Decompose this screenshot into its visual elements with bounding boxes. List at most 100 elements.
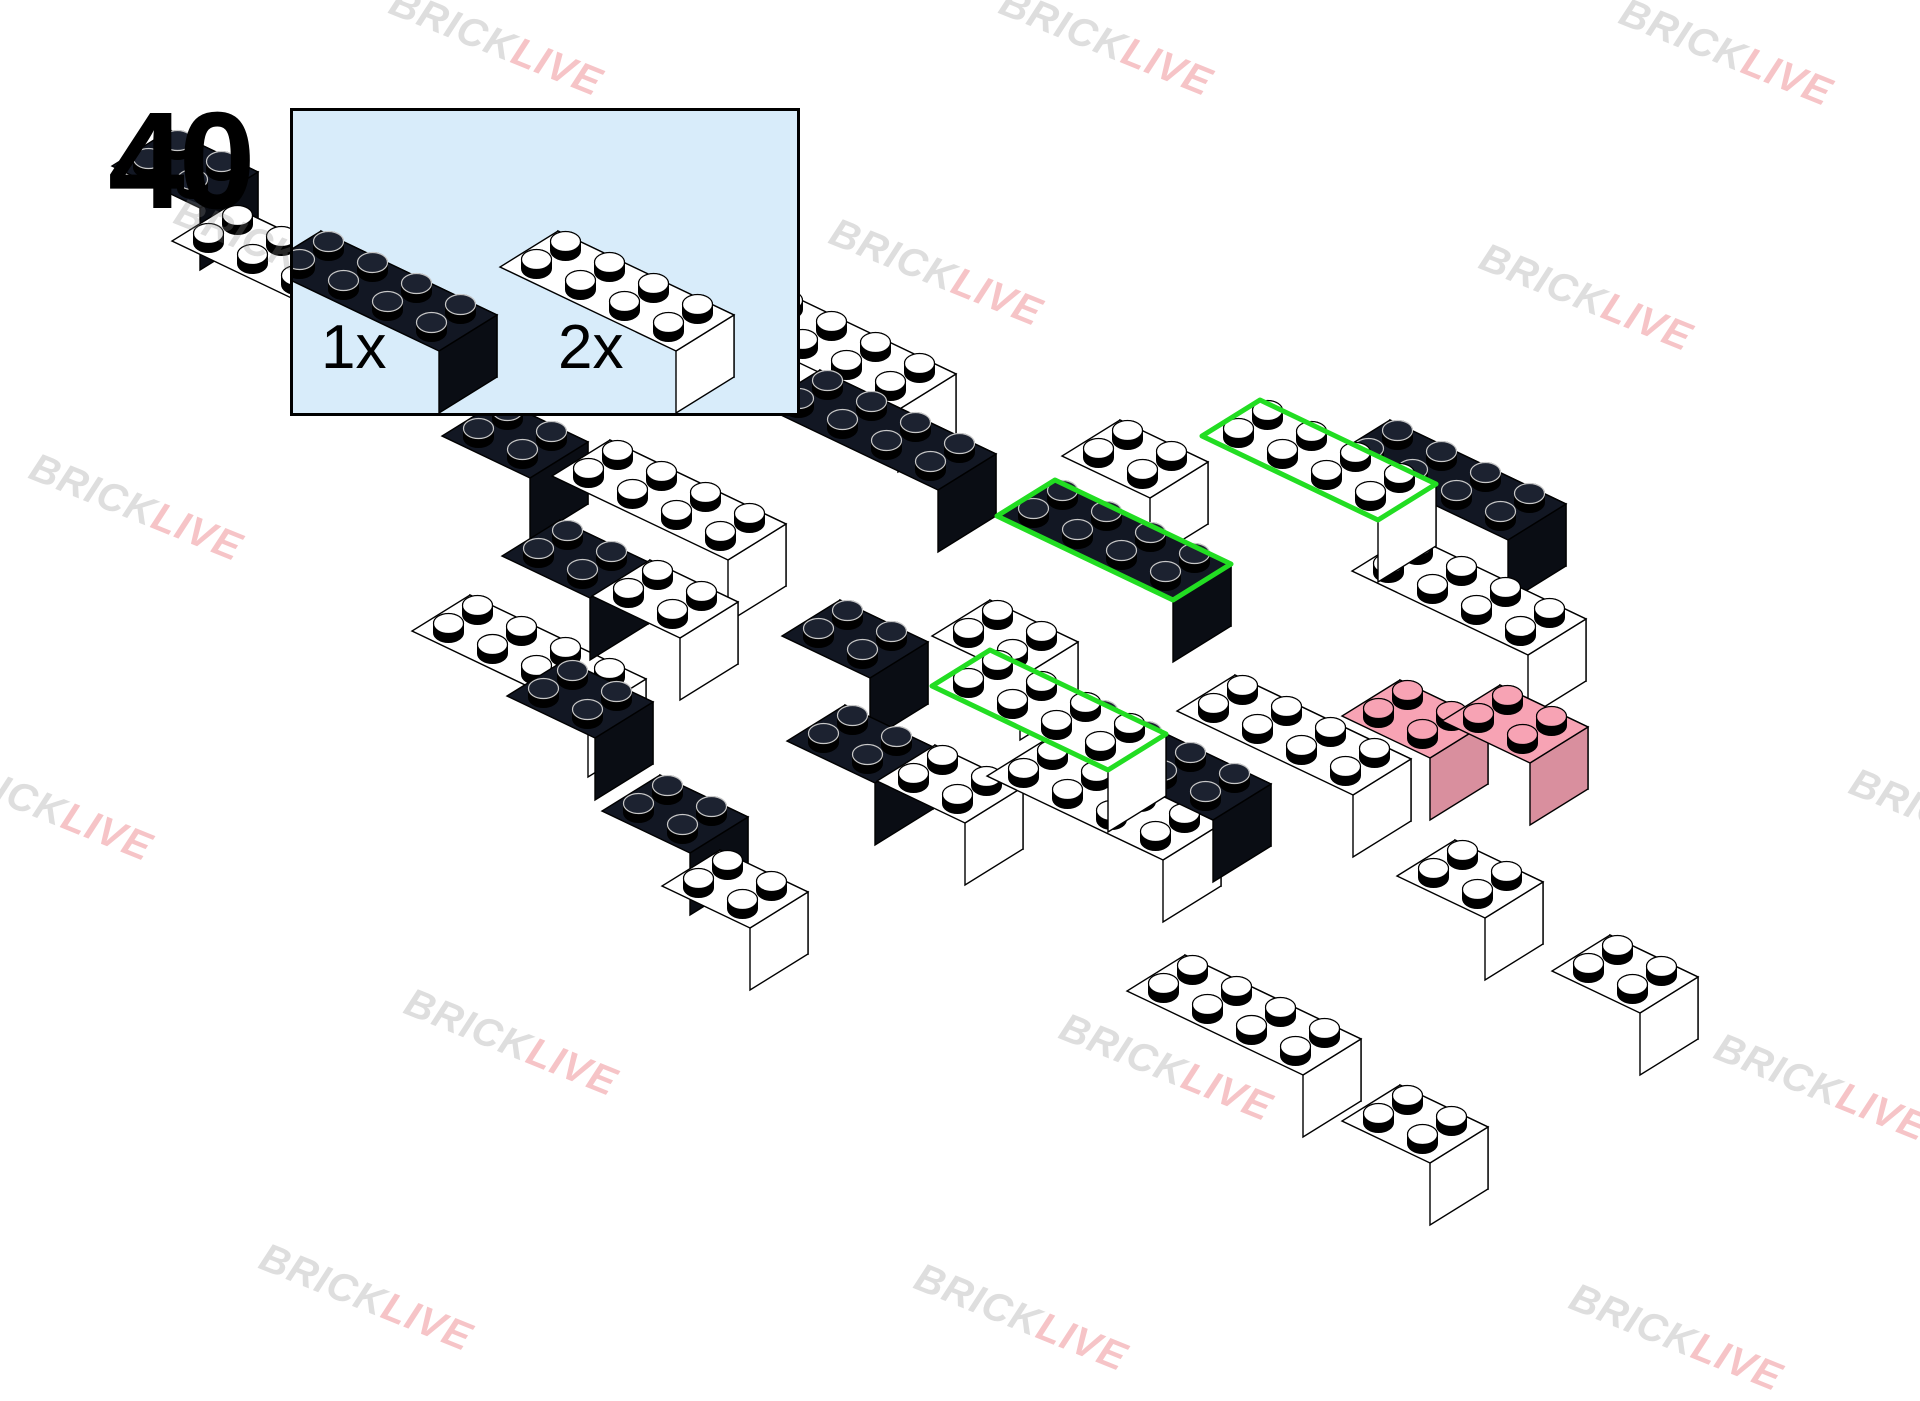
stud bbox=[689, 481, 722, 512]
stud bbox=[572, 457, 605, 488]
stud bbox=[1406, 1123, 1439, 1154]
stud bbox=[1189, 780, 1222, 811]
stud bbox=[1266, 438, 1299, 469]
stud bbox=[1174, 741, 1207, 772]
brick-back-white bbox=[550, 438, 788, 624]
stud bbox=[1308, 1017, 1341, 1048]
stud bbox=[132, 147, 165, 178]
stud bbox=[1197, 692, 1230, 723]
stud bbox=[1489, 576, 1522, 607]
stud bbox=[1314, 716, 1347, 747]
stud bbox=[1381, 419, 1414, 450]
stud bbox=[996, 688, 1029, 719]
stud bbox=[685, 580, 718, 611]
stud bbox=[608, 290, 641, 321]
stud bbox=[461, 594, 494, 625]
stud bbox=[1513, 482, 1546, 513]
stud bbox=[1358, 737, 1391, 768]
stud bbox=[726, 888, 759, 919]
brick-udder-pink bbox=[1340, 678, 1490, 822]
brick-udder-pink bbox=[1440, 683, 1590, 827]
stud bbox=[656, 598, 689, 629]
stud bbox=[1435, 1105, 1468, 1136]
stud bbox=[802, 617, 835, 648]
stud bbox=[952, 617, 985, 648]
stud bbox=[600, 680, 633, 711]
stud bbox=[1235, 1014, 1268, 1045]
stud bbox=[1040, 709, 1073, 740]
stud bbox=[327, 269, 360, 300]
brick-leg-white bbox=[1340, 1083, 1490, 1227]
stud bbox=[1149, 560, 1182, 591]
brick-leg-black bbox=[505, 658, 655, 802]
new-brick-white-2x4 bbox=[1199, 397, 1439, 584]
brick-leg-white bbox=[1550, 933, 1700, 1077]
stud bbox=[660, 499, 693, 530]
stud bbox=[312, 230, 345, 261]
stud bbox=[400, 272, 433, 303]
stud bbox=[1084, 730, 1117, 761]
stud bbox=[1051, 778, 1084, 809]
brick-leg-white bbox=[1395, 838, 1545, 982]
stud bbox=[1461, 878, 1494, 909]
stud bbox=[415, 311, 448, 342]
build-illustration bbox=[110, 128, 1700, 1227]
stud bbox=[1025, 620, 1058, 651]
stud bbox=[666, 813, 699, 844]
stud bbox=[1462, 702, 1495, 733]
stud bbox=[1354, 480, 1387, 511]
stud bbox=[899, 411, 932, 442]
stud bbox=[161, 129, 194, 160]
stud bbox=[681, 293, 714, 324]
stud bbox=[1416, 573, 1449, 604]
stud bbox=[652, 311, 685, 342]
stud bbox=[1446, 839, 1479, 870]
stud bbox=[1391, 679, 1424, 710]
stud bbox=[205, 150, 238, 181]
parts-list-panel: 1x 2x bbox=[290, 108, 800, 416]
stud bbox=[432, 612, 465, 643]
new-brick-white-2x4 bbox=[929, 647, 1169, 834]
brick-belly-white bbox=[1175, 673, 1413, 859]
stud bbox=[1147, 972, 1180, 1003]
stud bbox=[1362, 697, 1395, 728]
new-brick-highlight bbox=[994, 477, 1234, 603]
stud bbox=[1533, 597, 1566, 628]
stud bbox=[1279, 1035, 1312, 1066]
stud bbox=[943, 432, 976, 463]
stud bbox=[831, 599, 864, 630]
stud bbox=[846, 638, 879, 669]
stud bbox=[1391, 1084, 1424, 1115]
stud bbox=[807, 722, 840, 753]
stud bbox=[1535, 705, 1568, 736]
stud bbox=[221, 204, 254, 235]
stud bbox=[476, 633, 509, 664]
stud bbox=[875, 620, 908, 651]
stud bbox=[880, 725, 913, 756]
stud bbox=[1645, 955, 1678, 986]
stud bbox=[1506, 723, 1539, 754]
stud bbox=[1440, 479, 1473, 510]
stud bbox=[926, 744, 959, 775]
brick-mid-black bbox=[780, 598, 930, 742]
stud bbox=[1490, 860, 1523, 891]
stud bbox=[1220, 975, 1253, 1006]
stud bbox=[1105, 539, 1138, 570]
stud bbox=[595, 540, 628, 571]
stud bbox=[870, 429, 903, 460]
stud bbox=[851, 743, 884, 774]
stud bbox=[527, 677, 560, 708]
stud bbox=[549, 230, 582, 261]
stud bbox=[874, 370, 907, 401]
stud bbox=[176, 168, 209, 199]
stud bbox=[903, 352, 936, 383]
part-brick-white-2x4 bbox=[498, 229, 736, 413]
stud bbox=[859, 331, 892, 362]
stud bbox=[897, 762, 930, 793]
stud bbox=[1218, 762, 1251, 793]
stud bbox=[1241, 713, 1274, 744]
stud bbox=[1484, 500, 1517, 531]
stud bbox=[371, 290, 404, 321]
stud bbox=[616, 478, 649, 509]
stud bbox=[520, 248, 553, 279]
